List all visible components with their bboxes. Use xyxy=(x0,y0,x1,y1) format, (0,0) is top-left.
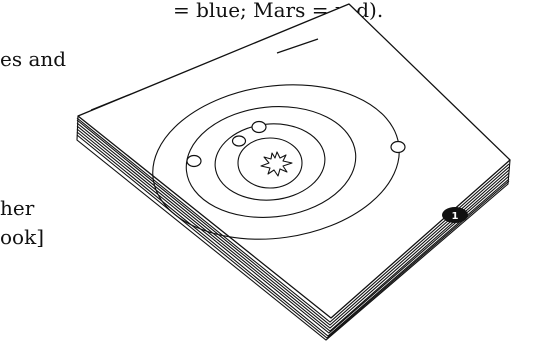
planet-icon xyxy=(187,156,201,167)
top-sheet xyxy=(78,4,510,318)
planet-icon xyxy=(252,122,266,133)
planet-icon xyxy=(391,142,405,153)
page-number-text: 1 xyxy=(452,211,459,222)
planet-icon xyxy=(233,136,246,146)
